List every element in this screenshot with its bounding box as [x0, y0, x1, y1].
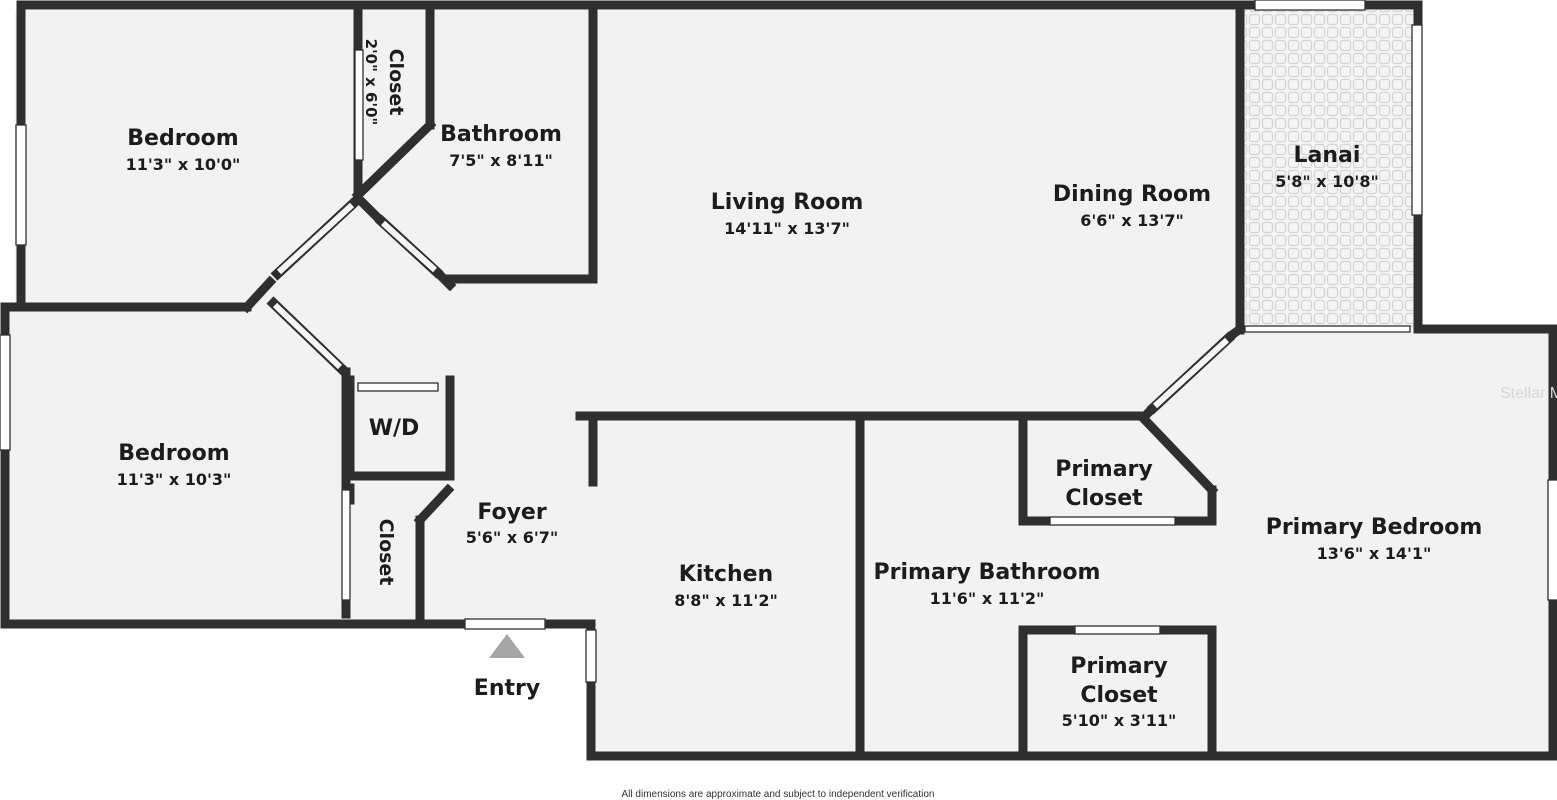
floor-area [5, 10, 1555, 753]
window-bedroom-1 [15, 124, 27, 246]
living-room-label: Living Room [711, 190, 864, 215]
lanai-floor [1240, 10, 1415, 328]
primary-bedroom-label: Primary Bedroom [1266, 515, 1483, 540]
closet-2-opening [341, 489, 351, 601]
primary-bathroom-label: Primary Bathroom [874, 560, 1101, 585]
entry-door-opening [464, 618, 546, 630]
closet-2-label: Closet [375, 519, 397, 586]
closet-1-opening [354, 49, 364, 161]
primary-closet-2-label-line2: Closet [1080, 683, 1158, 708]
bedroom-2-dim: 11'3" x 10'3" [117, 470, 232, 489]
entry-label: Entry [474, 676, 540, 701]
foyer-dim: 5'6" x 6'7" [466, 528, 558, 547]
lanai-bottom-opening [1244, 325, 1411, 333]
bathroom-dim: 7'5" x 8'11" [449, 151, 553, 170]
window-lanai-side [1411, 24, 1423, 216]
primary-closet-2-dim: 5'10" x 3'11" [1062, 711, 1177, 730]
bedroom-2-label: Bedroom [118, 441, 229, 466]
foyer-label: Foyer [477, 500, 547, 525]
wd-label: W/D [369, 416, 420, 441]
footer-note: All dimensions are approximate and subje… [622, 789, 935, 800]
primary-bedroom-dim: 13'6" x 14'1" [1317, 544, 1432, 563]
entry-arrow-icon [489, 634, 525, 658]
primary-closet-1-opening [1049, 516, 1176, 526]
openings [0, 0, 1557, 683]
window-bedroom-2 [0, 334, 11, 451]
lanai-dim: 5'8" x 10'8" [1275, 172, 1379, 191]
closet-1-label: Closet [385, 49, 407, 116]
living-room-dim: 14'11" x 13'7" [724, 219, 850, 238]
closet-1-dim: 2'0" x 6'0" [362, 39, 380, 126]
primary-closet-2-opening [1074, 625, 1161, 635]
window-primary-bedroom [1547, 479, 1557, 601]
window-lanai-top [1254, 0, 1366, 11]
bathroom-label: Bathroom [440, 122, 562, 147]
dining-room-label: Dining Room [1053, 182, 1211, 207]
wd-opening [357, 382, 439, 392]
watermark: Stellar M [1500, 385, 1557, 402]
primary-closet-1-label-line1: Primary [1055, 457, 1152, 482]
dining-room-dim: 6'6" x 13'7" [1080, 211, 1184, 230]
kitchen-dim: 8'8" x 11'2" [674, 591, 778, 610]
bedroom-1-label: Bedroom [127, 126, 238, 151]
lanai-label: Lanai [1294, 143, 1361, 168]
primary-bathroom-dim: 11'6" x 11'2" [930, 589, 1045, 608]
primary-closet-2-label-line1: Primary [1070, 654, 1167, 679]
bedroom-1-dim: 11'3" x 10'0" [126, 155, 241, 174]
window-kitchen [585, 629, 597, 683]
primary-closet-1-label-line2: Closet [1065, 486, 1143, 511]
kitchen-label: Kitchen [679, 562, 773, 587]
